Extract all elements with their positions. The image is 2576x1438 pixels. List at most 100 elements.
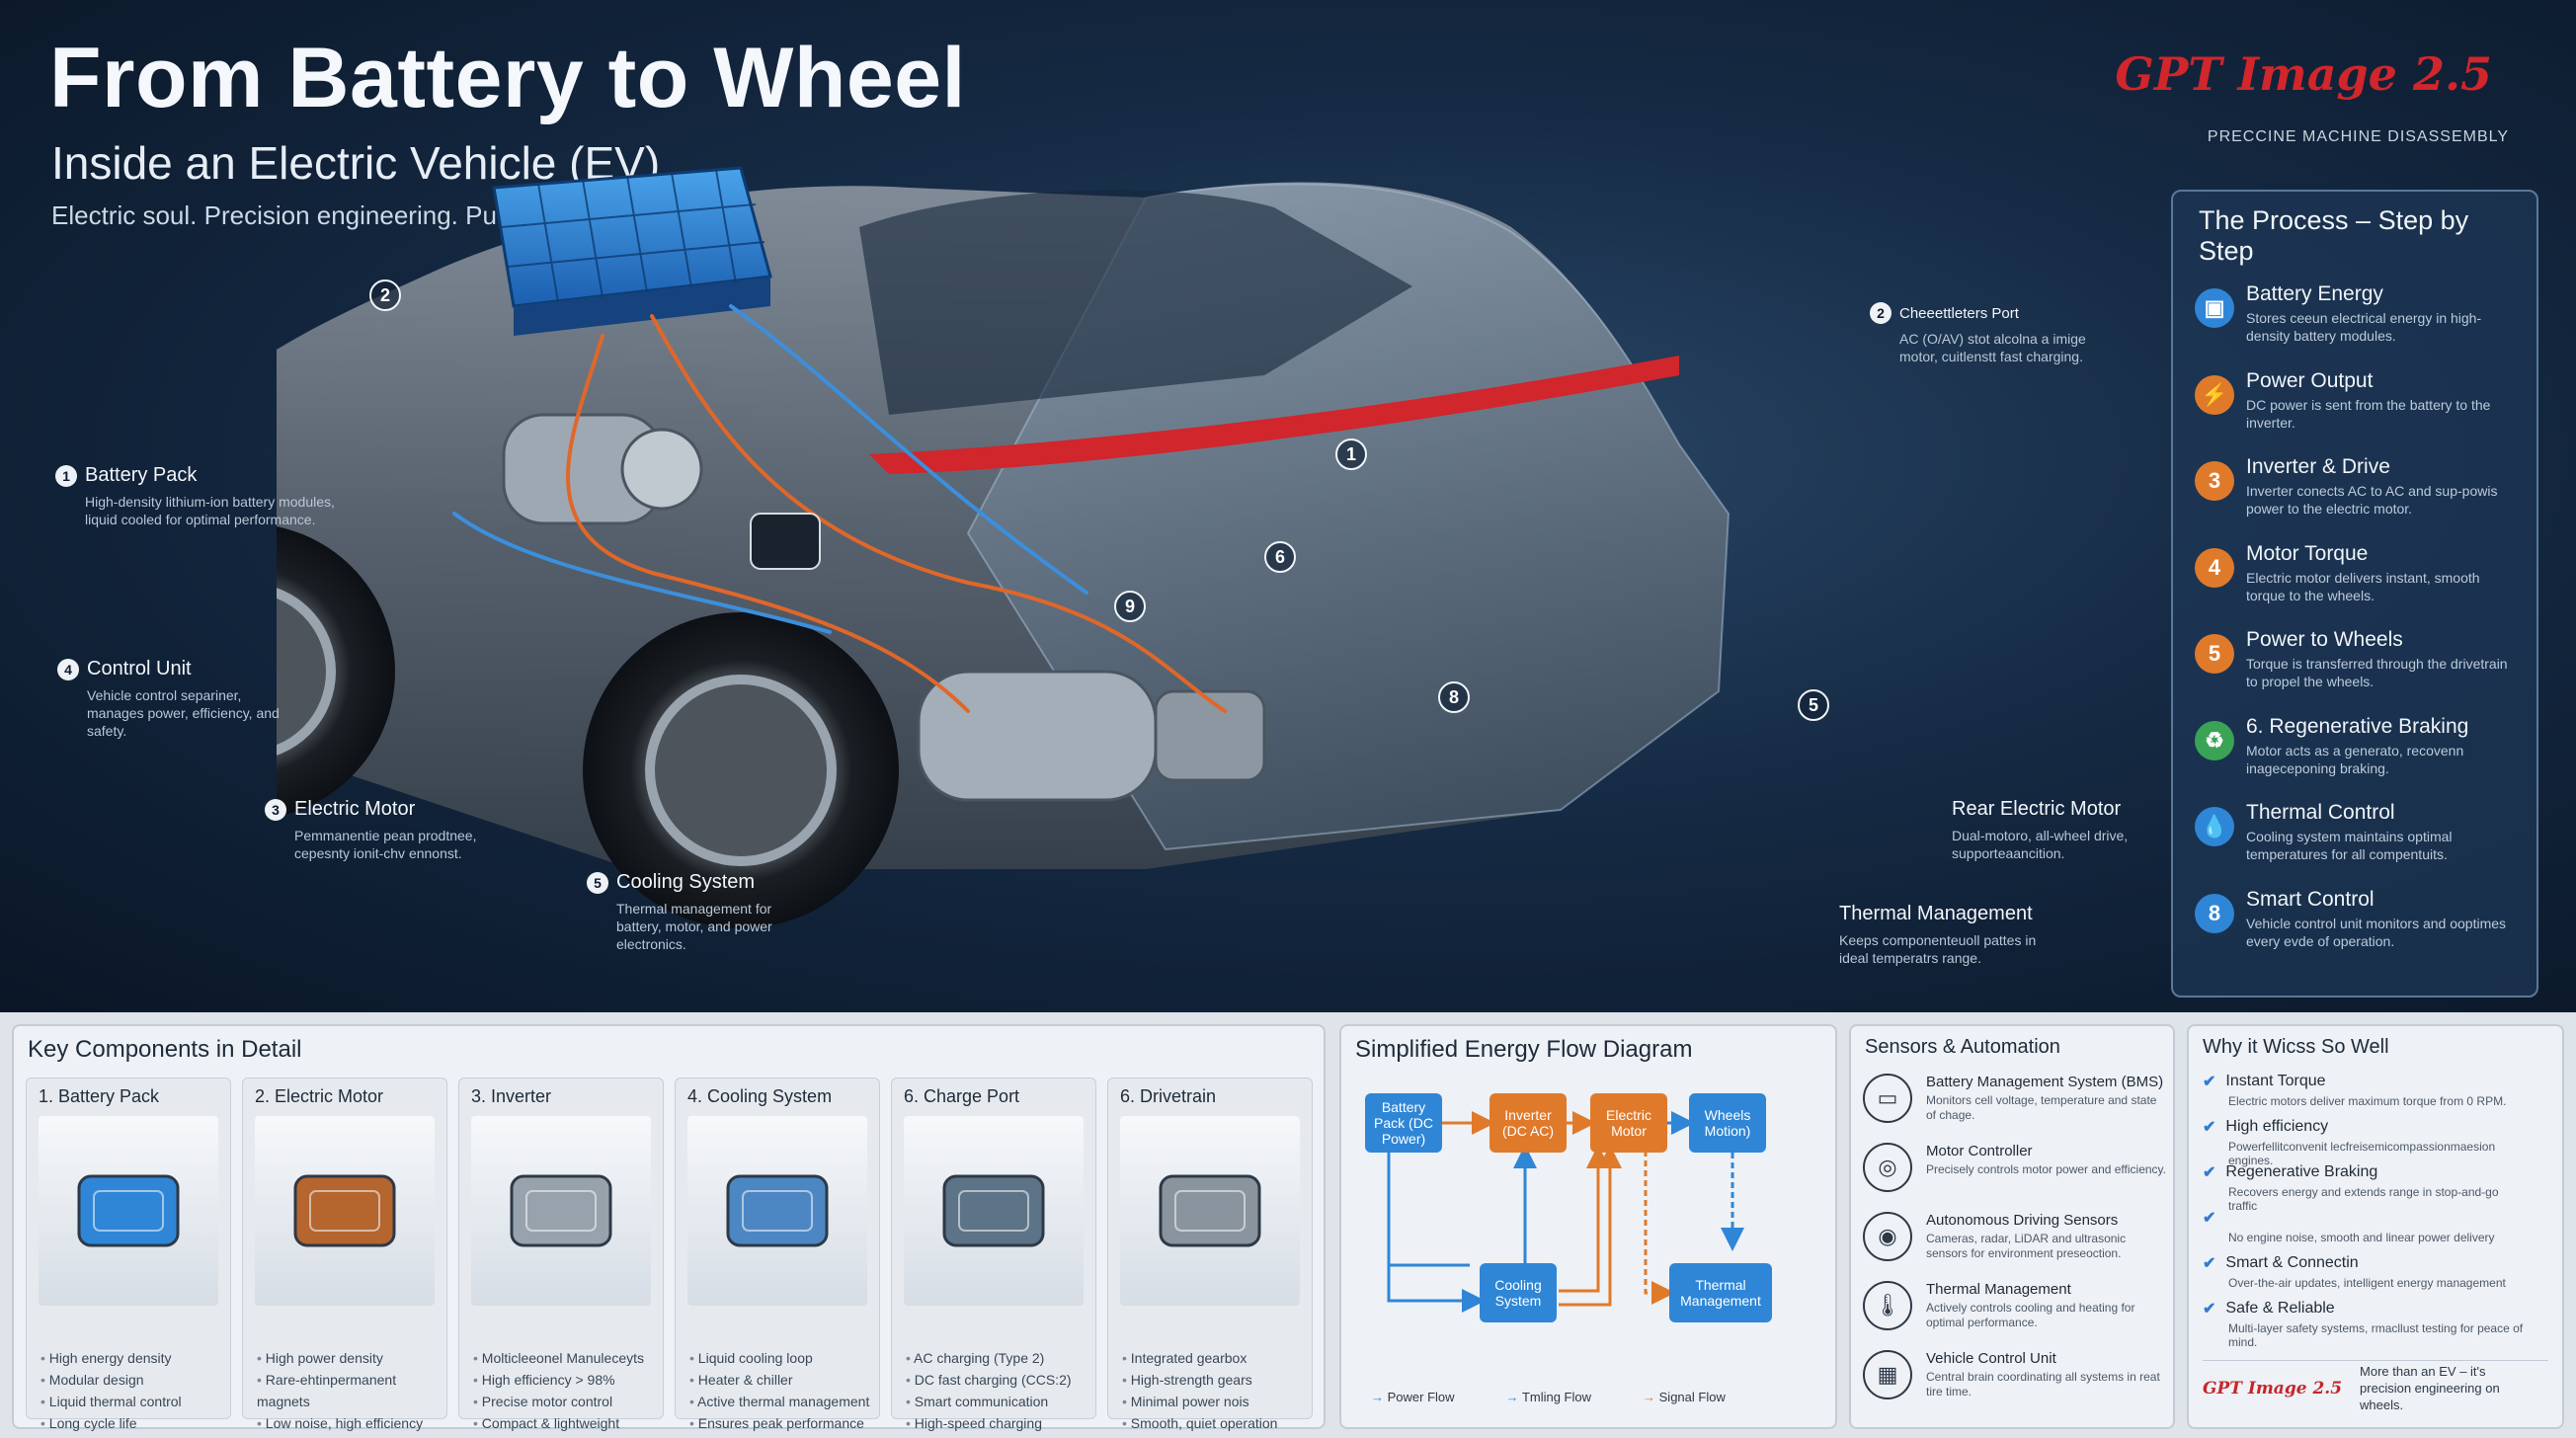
component-card[interactable]: 2. Electric Motor High power densityRare… bbox=[242, 1078, 447, 1438]
panel-title: Why it Wicss So Well bbox=[2203, 1036, 2389, 1058]
why-item: ✔Regenerative Braking Recovers energy an… bbox=[2203, 1162, 2529, 1213]
callout-body: High-density lithium-ion battery modules… bbox=[85, 494, 335, 527]
brand-logo: GPT Image 2.5 bbox=[2115, 47, 2492, 101]
step-desc: Stores ceeun electrical energy in high-d… bbox=[2246, 310, 2482, 344]
check-icon: ✔ bbox=[2203, 1301, 2216, 1318]
why-desc: Powerfellitconvenit lecfreisemicompassio… bbox=[2228, 1140, 2496, 1167]
callout-body: Keeps componenteuoll pattes in ideal tem… bbox=[1839, 932, 2037, 966]
brand-subtitle: PRECCINE MACHINE DISASSEMBLY bbox=[2207, 128, 2509, 145]
sensor-title: Motor Controller bbox=[1926, 1143, 2033, 1159]
sensor-desc: Precisely controls motor power and effic… bbox=[1926, 1162, 2166, 1176]
component-card[interactable]: 6. Charge Port AC charging (Type 2)DC fa… bbox=[891, 1078, 1096, 1431]
component-bullets: Molticleeonel ManuleceytsHigh efficiency… bbox=[473, 1347, 644, 1434]
component-image bbox=[1120, 1116, 1300, 1306]
callout-body: Vehicle control separiner, manages power… bbox=[87, 687, 280, 739]
why-title: High efficiency bbox=[2225, 1118, 2329, 1135]
component-bullets: AC charging (Type 2)DC fast charging (CC… bbox=[906, 1347, 1071, 1434]
process-step: 💧 Thermal Control Cooling system maintai… bbox=[2195, 801, 2515, 888]
check-icon: ✔ bbox=[2203, 1164, 2216, 1181]
callout-thermal-management: Thermal Management Keeps componenteuoll … bbox=[1839, 903, 2165, 967]
process-step: 4 Motor Torque Electric motor delivers i… bbox=[2195, 542, 2515, 629]
flow-node-inverter: Inverter (DC AC) bbox=[1489, 1093, 1567, 1153]
callout-title: Thermal Management bbox=[1839, 903, 2033, 924]
energy-flow-diagram bbox=[1387, 1111, 1744, 1313]
component-title: 4. Cooling System bbox=[687, 1086, 833, 1106]
bolt-icon: ⚡ bbox=[2195, 374, 2234, 415]
energy-flow-panel: Simplified Energy Flow Diagram Battery P… bbox=[1339, 1024, 1837, 1429]
step-desc: Cooling system maintains optimal tempera… bbox=[2246, 829, 2453, 862]
process-step: ♻ 6. Regenerative Braking Motor acts as … bbox=[2195, 715, 2515, 802]
marker: 8 bbox=[1438, 681, 1470, 713]
component-image bbox=[687, 1116, 867, 1306]
marker: 2 bbox=[369, 280, 401, 311]
component-image bbox=[904, 1116, 1084, 1306]
component-bullet: High power density bbox=[257, 1347, 446, 1369]
process-step: 5 Power to Wheels Torque is transferred … bbox=[2195, 628, 2515, 715]
number-3-icon: 3 bbox=[2195, 461, 2234, 501]
component-card[interactable]: 3. Inverter Molticleeonel ManuleceytsHig… bbox=[458, 1078, 664, 1431]
flow-node-cooling: Cooling System bbox=[1480, 1263, 1557, 1322]
sensors-panel: Sensors & Automation ▭ Battery Managemen… bbox=[1849, 1024, 2175, 1429]
rear-motor-graphic bbox=[917, 670, 1266, 802]
component-bullet: Precise motor control bbox=[473, 1391, 644, 1412]
why-title: Smart & Connectin bbox=[2225, 1254, 2359, 1271]
sensor-item: 🌡 Thermal Management Actively controls c… bbox=[1863, 1281, 2169, 1348]
component-bullet: Active thermal management bbox=[689, 1391, 869, 1412]
process-step: 8 Smart Control Vehicle control unit mon… bbox=[2195, 888, 2515, 975]
callout-number: 3 bbox=[265, 798, 286, 821]
component-title: 1. Battery Pack bbox=[39, 1086, 160, 1106]
component-image bbox=[39, 1116, 218, 1306]
check-icon: ✔ bbox=[2203, 1255, 2216, 1272]
why-title: Safe & Reliable bbox=[2225, 1300, 2335, 1317]
component-bullets: Integrated gearboxHigh-strength gearsMin… bbox=[1122, 1347, 1278, 1434]
component-bullet: Rare-ehtinpermanent magnets bbox=[257, 1369, 446, 1412]
marker: 5 bbox=[1798, 689, 1829, 721]
component-bullet: Heater & chiller bbox=[689, 1369, 869, 1391]
thermometer-icon: 🌡 bbox=[1863, 1281, 1912, 1330]
component-bullet: Smooth, quiet operation bbox=[1122, 1412, 1278, 1434]
process-step: ▣ Battery Energy Stores ceeun electrical… bbox=[2195, 282, 2515, 369]
component-bullets: High power densityRare-ehtinpermanent ma… bbox=[257, 1347, 446, 1438]
step-title: 6. Regenerative Braking bbox=[2246, 714, 2469, 738]
chip-icon: ▦ bbox=[1863, 1350, 1912, 1399]
component-card[interactable]: 1. Battery Pack High energy densityModul… bbox=[26, 1078, 231, 1431]
sensor-desc: Cameras, radar, LiDAR and ultrasonic sen… bbox=[1926, 1232, 2127, 1260]
component-bullet: Minimal power nois bbox=[1122, 1391, 1277, 1412]
callout-body: Dual-motoro, all-wheel drive, supporteaa… bbox=[1952, 828, 2129, 861]
step-desc: Vehicle control unit monitors and ooptim… bbox=[2246, 915, 2507, 949]
component-card[interactable]: 6. Drivetrain Integrated gearboxHigh-str… bbox=[1107, 1078, 1313, 1431]
process-title: The Process – Step by Step bbox=[2199, 205, 2469, 266]
why-footer: GPT Image 2.5 More than an EV – it's pre… bbox=[2203, 1360, 2548, 1415]
motor-icon: ◎ bbox=[1863, 1143, 1912, 1192]
sensor-item: ▦ Vehicle Control Unit Central brain coo… bbox=[1863, 1350, 2169, 1417]
page-subtitle: Inside an Electric Vehicle (EV) bbox=[51, 137, 661, 189]
component-bullet: High-strength gears bbox=[1122, 1369, 1277, 1391]
callout-number: 4 bbox=[57, 658, 79, 680]
callout-number: 1 bbox=[55, 464, 77, 487]
component-bullet: Modular design bbox=[40, 1369, 182, 1391]
check-icon: ✔ bbox=[2203, 1210, 2216, 1227]
flow-node-battery: Battery Pack (DC Power) bbox=[1365, 1093, 1442, 1153]
sensor-item: ◉ Autonomous Driving Sensors Cameras, ra… bbox=[1863, 1212, 2169, 1279]
flow-node-thermal: Thermal Management bbox=[1669, 1263, 1772, 1322]
number-4-icon: 4 bbox=[2195, 547, 2234, 588]
component-title: 3. Inverter bbox=[471, 1086, 552, 1106]
why-item: ✔Safe & Reliable Multi-layer safety syst… bbox=[2203, 1299, 2529, 1349]
callout-number: 5 bbox=[587, 871, 608, 894]
callout-number: 2 bbox=[1870, 302, 1892, 324]
step-title: Power to Wheels bbox=[2246, 628, 2403, 651]
sensor-title: Battery Management System (BMS) bbox=[1926, 1074, 2164, 1090]
component-image bbox=[255, 1116, 435, 1306]
component-bullet: High efficiency > 98% bbox=[473, 1369, 644, 1391]
component-bullet: Long cycle life bbox=[40, 1412, 182, 1434]
sensor-title: Thermal Management bbox=[1926, 1281, 2071, 1298]
component-bullet: Liquid thermal control bbox=[40, 1391, 182, 1412]
flow-legend: → Power Flow → Tmling Flow → Signal Flow bbox=[1371, 1390, 1726, 1404]
radar-icon: ◉ bbox=[1863, 1212, 1912, 1261]
bottom-section: Key Components in Detail 1. Battery Pack… bbox=[0, 1012, 2576, 1438]
component-card[interactable]: 4. Cooling System Liquid cooling loopHea… bbox=[675, 1078, 880, 1431]
step-desc: Torque is transferred through the drivet… bbox=[2246, 656, 2508, 689]
recycle-icon: ♻ bbox=[2195, 720, 2234, 760]
